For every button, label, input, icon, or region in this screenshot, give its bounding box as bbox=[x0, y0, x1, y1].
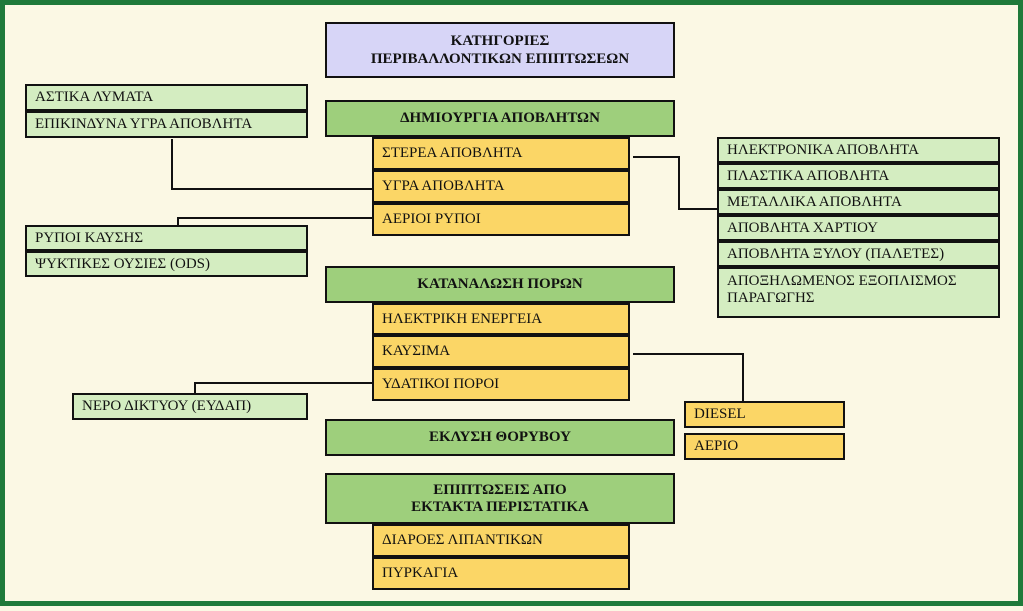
fuel-type-diesel: DIESEL bbox=[684, 401, 845, 428]
solid-type-paper: ΑΠΟΒΛΗΤΑ ΧΑΡΤΙΟΥ bbox=[717, 215, 1000, 241]
solid-type-electronic: ΗΛΕΚΤΡΟΝΙΚΑ ΑΠΟΒΛΗΤΑ bbox=[717, 137, 1000, 163]
solid-type-metal: ΜΕΤΑΛΛΙΚΑ ΑΠΟΒΛΗΤΑ bbox=[717, 189, 1000, 215]
gas-type-ods: ΨΥΚΤΙΚΕΣ ΟΥΣΙΕΣ (ODS) bbox=[25, 251, 308, 277]
connector-liquid-waste bbox=[171, 139, 377, 190]
emergency-header: ΕΠΙΠΤΩΣΕΙΣ ΑΠΟ ΕΚΤΑΚΤΑ ΠΕΡΙΣΤΑΤΙΚΑ bbox=[325, 473, 675, 524]
solid-type-equipment: ΑΠΟΞΗΛΩΜΕΝΟΣ ΕΞΟΠΛΙΣΜΟΣ ΠΑΡΑΓΩΓΗΣ bbox=[717, 267, 1000, 318]
waste-header: ΔΗΜΙΟΥΡΓΙΑ ΑΠΟΒΛΗΤΩΝ bbox=[325, 100, 675, 137]
fuel-type-gas: ΑΕΡΙΟ bbox=[684, 433, 845, 460]
diagram-title: ΚΑΤΗΓΟΡΙΕΣ ΠΕΡΙΒΑΛΛΟΝΤΙΚΩΝ ΕΠΙΠΤΩΣΕΩΝ bbox=[325, 22, 675, 78]
resource-item-water: ΥΔΑΤΙΚΟΙ ΠΟΡΟΙ bbox=[372, 368, 630, 401]
waste-item-gas: ΑΕΡΙΟΙ ΡΥΠΟΙ bbox=[372, 203, 630, 236]
gas-type-combustion: ΡΥΠΟΙ ΚΑΥΣΗΣ bbox=[25, 225, 308, 251]
liquid-type-hazardous: ΕΠΙΚΙΝΔΥΝΑ ΥΓΡΑ ΑΠΟΒΛΗΤΑ bbox=[25, 111, 308, 138]
diagram-title-text: ΚΑΤΗΓΟΡΙΕΣ ΠΕΡΙΒΑΛΛΟΝΤΙΚΩΝ ΕΠΙΠΤΩΣΕΩΝ bbox=[370, 33, 630, 67]
connector-solid-waste bbox=[633, 156, 722, 210]
waste-item-solid: ΣΤΕΡΕΑ ΑΠΟΒΛΗΤΑ bbox=[372, 137, 630, 170]
emergency-item-leaks: ΔΙΑΡΟΕΣ ΛΙΠΑΝΤΙΚΩΝ bbox=[372, 524, 630, 557]
resource-item-electricity: ΗΛΕΚΤΡΙΚΗ ΕΝΕΡΓΕΙΑ bbox=[372, 303, 630, 335]
resource-item-fuels: ΚΑΥΣΙΜΑ bbox=[372, 335, 630, 368]
noise-header: ΕΚΛΥΣΗ ΘΟΡΥΒΟΥ bbox=[325, 419, 675, 456]
solid-type-wood: ΑΠΟΒΛΗΤΑ ΞΥΛΟΥ (ΠΑΛΕΤΕΣ) bbox=[717, 241, 1000, 267]
waste-item-liquid: ΥΓΡΑ ΑΠΟΒΛΗΤΑ bbox=[372, 170, 630, 203]
connector-fuels bbox=[633, 353, 744, 406]
emergency-item-fire: ΠΥΡΚΑΓΙΑ bbox=[372, 557, 630, 590]
water-type-network: ΝΕΡΟ ΔΙΚΤΥΟΥ (ΕΥΔΑΠ) bbox=[72, 393, 308, 420]
solid-type-plastic: ΠΛΑΣΤΙΚΑ ΑΠΟΒΛΗΤΑ bbox=[717, 163, 1000, 189]
resources-header: ΚΑΤΑΝΑΛΩΣΗ ΠΟΡΩΝ bbox=[325, 266, 675, 303]
liquid-type-urban: ΑΣΤΙΚΑ ΛΥΜΑΤΑ bbox=[25, 84, 308, 111]
